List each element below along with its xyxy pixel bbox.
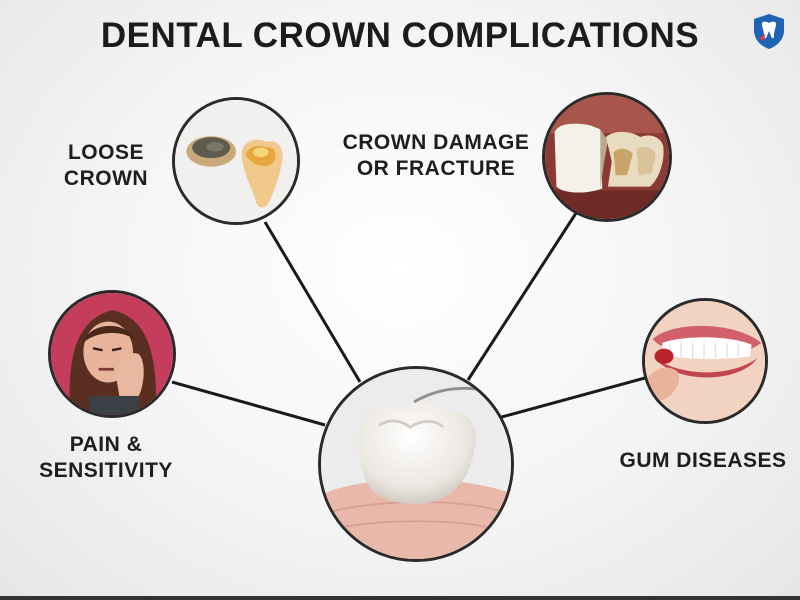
red-gum-photo — [645, 301, 765, 421]
connector-crown-damage — [466, 209, 580, 381]
bottom-border — [0, 596, 800, 600]
loose-crown-image — [172, 97, 300, 225]
connector-gum-diseases — [497, 376, 646, 420]
crown-damage-image — [542, 92, 672, 222]
fractured-tooth-photo — [545, 95, 669, 219]
tooth-shield-icon — [754, 14, 784, 49]
pain-sensitivity-image — [48, 290, 176, 418]
label-loose-crown-line-1: LOOSE — [67, 141, 144, 164]
toothache-woman-photo — [51, 293, 173, 415]
label-pain-sensitivity-line-1: PAIN & — [69, 433, 143, 456]
brand-logo — [750, 12, 788, 50]
label-crown-damage: CROWN DAMAGE OR FRACTURE — [336, 130, 536, 183]
label-crown-damage-line-1: CROWN DAMAGE — [342, 131, 530, 154]
label-loose-crown: LOOSE CROWN — [44, 140, 168, 193]
label-gum-diseases-line-1: GUM DISEASES — [619, 449, 787, 472]
label-pain-sensitivity-line-2: SENSITIVITY — [39, 459, 173, 483]
loose-crown-photo — [175, 100, 297, 222]
label-gum-diseases: GUM DISEASES — [606, 448, 800, 474]
center-crown-image — [318, 366, 514, 562]
label-pain-sensitivity: PAIN & SENSITIVITY — [26, 432, 186, 485]
connector-loose-crown — [263, 221, 362, 383]
dental-crown-photo — [321, 369, 511, 559]
gum-diseases-image — [642, 298, 768, 424]
label-loose-crown-line-2: CROWN — [63, 167, 149, 191]
page-title: DENTAL CROWN COMPLICATIONS — [100, 16, 700, 55]
connector-pain-sensitivity — [171, 380, 326, 427]
label-crown-damage-line-2: OR FRACTURE — [356, 157, 516, 181]
